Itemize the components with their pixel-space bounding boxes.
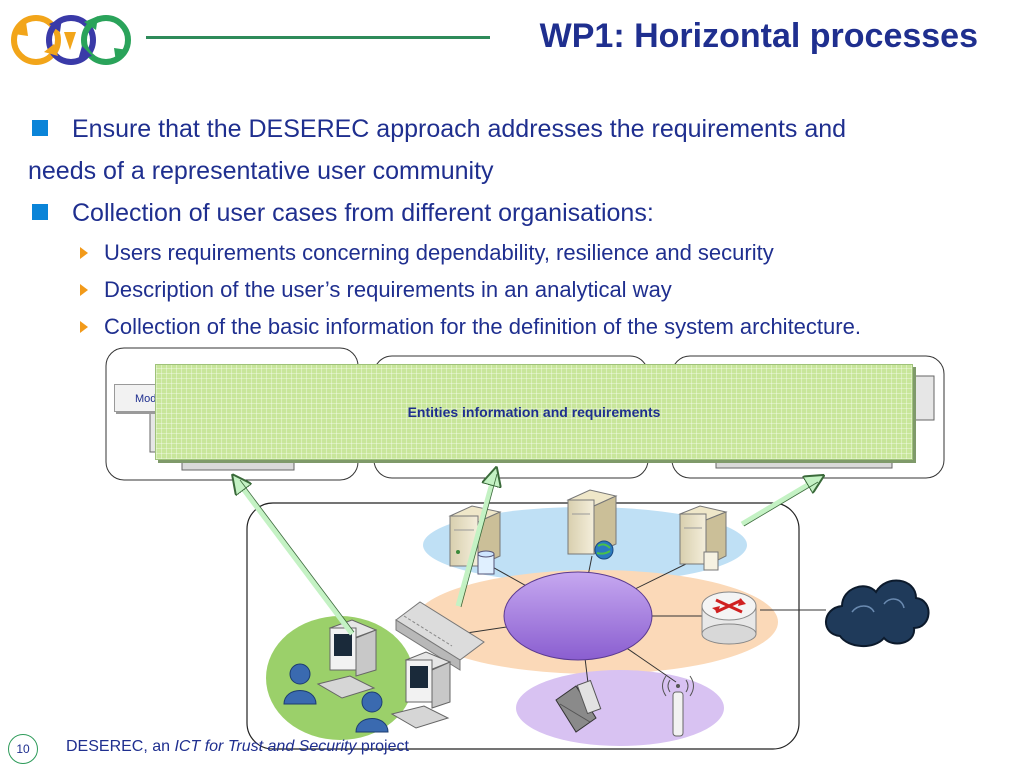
file-server-icon bbox=[678, 505, 728, 571]
footer-prefix: DESEREC, an bbox=[66, 738, 175, 755]
page-title: WP1: Horizontal processes bbox=[539, 17, 978, 55]
sub-bullet-text: Description of the user’s requirements i… bbox=[104, 277, 672, 302]
server-icon bbox=[448, 505, 502, 567]
triangle-bullet-icon bbox=[80, 247, 88, 259]
user-icon bbox=[355, 691, 389, 733]
sub-bullet-item: Description of the user’s requirements i… bbox=[28, 271, 1008, 308]
sub-bullet-text: Users requirements concerning dependabil… bbox=[104, 240, 774, 265]
entities-info-banner: Entities information and requirements bbox=[155, 364, 913, 460]
logo-icon bbox=[11, 15, 131, 65]
sub-bullet-item: Collection of the basic information for … bbox=[28, 308, 1008, 345]
bullet-continuation: needs of a representative user community bbox=[28, 157, 494, 185]
wireless-zone bbox=[516, 670, 724, 746]
square-bullet-icon bbox=[32, 204, 48, 220]
sub-bullet-text: Collection of the basic information for … bbox=[104, 314, 861, 339]
central-hub bbox=[503, 571, 653, 661]
antenna-icon bbox=[662, 675, 694, 737]
square-bullet-icon bbox=[32, 120, 48, 136]
switch-icon bbox=[395, 601, 485, 671]
triangle-bullet-icon bbox=[80, 284, 88, 296]
footer-suffix: project bbox=[356, 738, 409, 755]
footer-text: DESEREC, an ICT for Trust and Security p… bbox=[66, 736, 409, 758]
bullet-item: Collection of user cases from different … bbox=[28, 192, 1008, 234]
triangle-bullet-icon bbox=[80, 321, 88, 333]
bullet-text: Collection of user cases from different … bbox=[72, 199, 654, 227]
user-icon bbox=[283, 663, 317, 705]
web-server-icon bbox=[566, 489, 618, 560]
page-number: 10 bbox=[8, 734, 38, 764]
cloud-icon bbox=[825, 579, 930, 647]
footer-italic: ICT for Trust and Security bbox=[174, 738, 357, 755]
bullet-item: Ensure that the DESEREC approach address… bbox=[28, 108, 1008, 150]
satellite-icon bbox=[555, 679, 602, 733]
banner-label: Entities information and requirements bbox=[407, 404, 661, 420]
bullet-list: Ensure that the DESEREC approach address… bbox=[28, 108, 1008, 345]
bullet-text: Ensure that the DESEREC approach address… bbox=[72, 115, 847, 143]
router-icon bbox=[701, 591, 757, 645]
database-icon bbox=[477, 550, 495, 575]
sub-bullet-item: Users requirements concerning dependabil… bbox=[28, 234, 1008, 271]
workstation-icon bbox=[316, 619, 378, 699]
workstation-icon bbox=[390, 651, 452, 729]
title-rule bbox=[146, 36, 490, 39]
